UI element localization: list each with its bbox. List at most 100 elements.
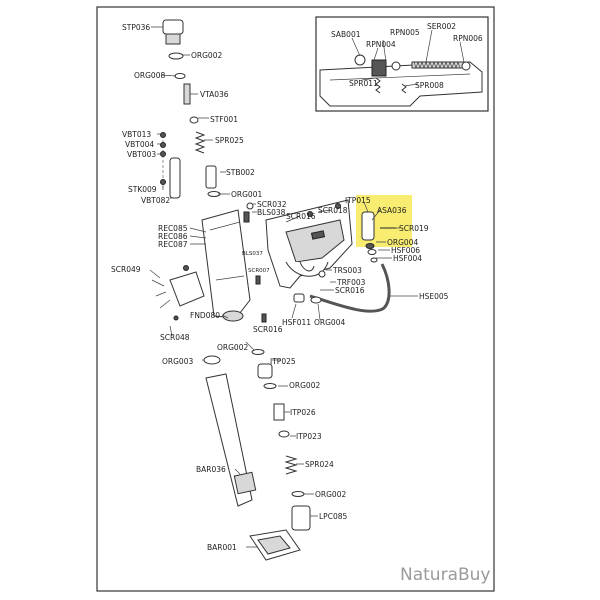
scr048-screw — [173, 315, 179, 321]
barrel-collar — [233, 471, 257, 495]
inset-pin-3 — [461, 61, 471, 71]
label-stf001: STF001 — [210, 115, 238, 124]
label-spr025: SPR025 — [215, 136, 244, 145]
stk-screw — [160, 179, 166, 185]
scr016-frame-screw — [307, 211, 313, 217]
itp025-insert — [257, 363, 273, 379]
leader-lines — [149, 26, 418, 548]
vbt-screw-2 — [160, 142, 166, 148]
itp023-ring — [278, 430, 290, 438]
label-rpn005: RPN005 — [390, 28, 420, 37]
grip-panel — [285, 219, 345, 263]
grip-logo — [310, 230, 326, 240]
label-bls037: BLS037 — [242, 251, 263, 257]
inset-body-line — [329, 73, 471, 81]
foregrip-block — [169, 271, 205, 307]
label-org002-mid: ORG002 — [217, 343, 248, 352]
valve-stem — [183, 83, 191, 105]
scr032-screw — [246, 202, 254, 210]
stem-body — [205, 165, 217, 189]
itp026-insert — [273, 403, 285, 421]
inset-leaders — [351, 29, 465, 87]
hsf006-fitting — [367, 249, 377, 255]
label-org008: ORG008 — [134, 71, 165, 80]
inset-spring-3 — [401, 83, 407, 94]
label-scr018: SCR018 — [318, 206, 348, 215]
label-org003: ORG003 — [162, 357, 193, 366]
label-vbt003: VBT003 — [127, 150, 156, 159]
label-asa036: ASA036 — [377, 206, 407, 215]
label-org004-upper: ORG004 — [387, 238, 418, 247]
asa-oring — [365, 243, 375, 249]
label-org002-lower-1: ORG002 — [289, 381, 320, 390]
label-rpn006: RPN006 — [453, 34, 483, 43]
scr049-screws — [151, 279, 171, 309]
spring-025 — [194, 131, 206, 154]
asa-group — [361, 211, 396, 263]
label-vta036: VTA036 — [200, 90, 229, 99]
label-hsf011: HSF011 — [282, 318, 311, 327]
asa-adapter — [361, 211, 375, 241]
label-sab001: SAB001 — [331, 30, 361, 39]
inset-sear — [371, 59, 387, 77]
label-bls038: BLS038 — [257, 208, 286, 217]
stopper-cap — [162, 19, 184, 35]
hose-hse005 — [309, 263, 391, 313]
receiver-cap — [222, 310, 244, 322]
label-org002-top: ORG002 — [191, 51, 222, 60]
label-org001: ORG001 — [231, 190, 262, 199]
label-bar036: BAR036 — [196, 465, 226, 474]
label-stk009: STK009 — [128, 185, 157, 194]
label-vbt082: VBT082 — [141, 196, 170, 205]
receiver-body — [201, 209, 251, 319]
foregrip-pin — [183, 265, 189, 271]
label-scr016-mid: SCR016 — [335, 286, 365, 295]
watermark: NaturaBuy — [400, 565, 490, 585]
label-itp023: ITP023 — [296, 432, 322, 441]
label-org002-lower-2: ORG002 — [315, 490, 346, 499]
label-scr007: SCR007 — [248, 268, 270, 274]
barrel-group — [203, 349, 311, 561]
vbt-screw-1 — [160, 132, 166, 138]
label-rec086: REC086 — [158, 232, 188, 241]
grip-frame-group — [265, 199, 353, 289]
label-org004-lower: ORG004 — [314, 318, 345, 327]
oring-002-lower-2 — [291, 491, 305, 497]
lpc085-cap — [291, 505, 311, 531]
stopper-body — [165, 33, 181, 45]
oring-002-mid — [251, 349, 265, 355]
hsf004-fitting — [370, 257, 378, 263]
inset-pin-1 — [354, 54, 366, 66]
label-vbt004: VBT004 — [125, 140, 154, 149]
label-stb002: STB002 — [226, 168, 255, 177]
label-itp015: ITP015 — [345, 196, 371, 205]
receiver-detail — [209, 221, 245, 281]
hose-fitting-hsf011 — [293, 293, 305, 303]
label-rpn004: RPN004 — [366, 40, 396, 49]
label-spr024: SPR024 — [305, 460, 334, 469]
label-vbt013: VBT013 — [122, 130, 151, 139]
oring-003 — [203, 355, 221, 365]
stem-follower — [189, 116, 199, 124]
barrel-body — [205, 373, 253, 507]
top-cap-group — [160, 19, 221, 199]
label-stp036: STP036 — [122, 23, 150, 32]
label-itp026: ITP026 — [290, 408, 316, 417]
diagram-frame — [96, 6, 495, 592]
oring-002-lower-1 — [263, 383, 277, 389]
oring-004-lower — [310, 296, 322, 304]
scr007-screw — [255, 275, 261, 285]
scr016-screw-lower — [261, 313, 267, 323]
bar001-top — [257, 535, 291, 555]
label-hse005: HSE005 — [419, 292, 449, 301]
label-ser002: SER002 — [427, 22, 456, 31]
trs003-pin — [318, 270, 326, 278]
label-spr011: SPR011 — [349, 79, 378, 88]
oring-top — [168, 52, 184, 60]
label-trs003: TRS003 — [332, 266, 362, 275]
label-rec085: REC085 — [158, 224, 188, 233]
spr024-spring — [284, 455, 298, 475]
label-itp025: ITP025 — [270, 357, 296, 366]
label-hsf004: HSF004 — [393, 254, 422, 263]
label-scr016-top: SCR016 — [286, 212, 316, 221]
